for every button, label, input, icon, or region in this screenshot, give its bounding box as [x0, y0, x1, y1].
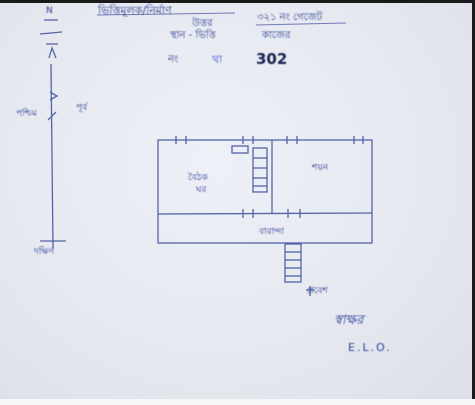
header-line-1: ভিত্তিমূলক/নির্মাণ — [98, 4, 172, 17]
window-mark-4 — [353, 136, 364, 144]
room-right-label: শয়ন — [312, 163, 328, 173]
header-underline — [96, 12, 236, 16]
number-value: 302 — [256, 50, 288, 68]
stair-block — [252, 147, 268, 193]
north-south-line — [50, 63, 54, 249]
room-left-sublabel: ঘর — [196, 185, 207, 195]
entrance-label: প্রবেশ — [307, 286, 328, 296]
header-line-2-label: উত্তর — [192, 18, 213, 29]
header-line-3: স্থান - ভিত্তি — [170, 30, 216, 41]
veranda-divider — [157, 212, 373, 215]
window-mark-3 — [286, 136, 298, 144]
pole-mark-icon — [49, 91, 59, 101]
signature: স্বাক্ষর — [334, 313, 364, 328]
house-outline — [157, 139, 373, 244]
frame-bottom-edge — [0, 399, 475, 405]
compass-mid-line — [39, 31, 63, 35]
small-box-mark — [231, 145, 249, 154]
veranda-label: বারান্দা — [259, 227, 285, 237]
room-left-label: বৈঠক — [188, 173, 208, 183]
number-prefix: থা — [212, 53, 223, 66]
compass-right-label: পূর্ব — [76, 103, 88, 113]
frame-top-edge — [0, 0, 475, 3]
pole-tick-icon — [47, 111, 57, 121]
window-mark-2 — [242, 136, 254, 144]
header-underline-2 — [255, 22, 347, 26]
header-line-2-value: ৩২১ নং গেজেট — [257, 12, 323, 23]
door-mark-1 — [242, 209, 254, 218]
number-label: নং — [168, 54, 179, 65]
window-mark-1 — [175, 136, 187, 144]
compass-bottom-label: দক্ষিণ — [34, 247, 55, 257]
header-line-3-value: কাজের — [262, 30, 291, 41]
entrance-mark-icon — [306, 286, 314, 296]
frame-right-edge — [472, 0, 475, 405]
entrance-steps — [284, 243, 302, 283]
compass-arrow-icon — [48, 46, 57, 59]
compass-north-label: N — [46, 6, 53, 16]
door-mark-2 — [287, 209, 301, 218]
signature-title: E.L.O. — [348, 341, 392, 354]
compass-left-label: পশ্চিম — [16, 109, 37, 119]
